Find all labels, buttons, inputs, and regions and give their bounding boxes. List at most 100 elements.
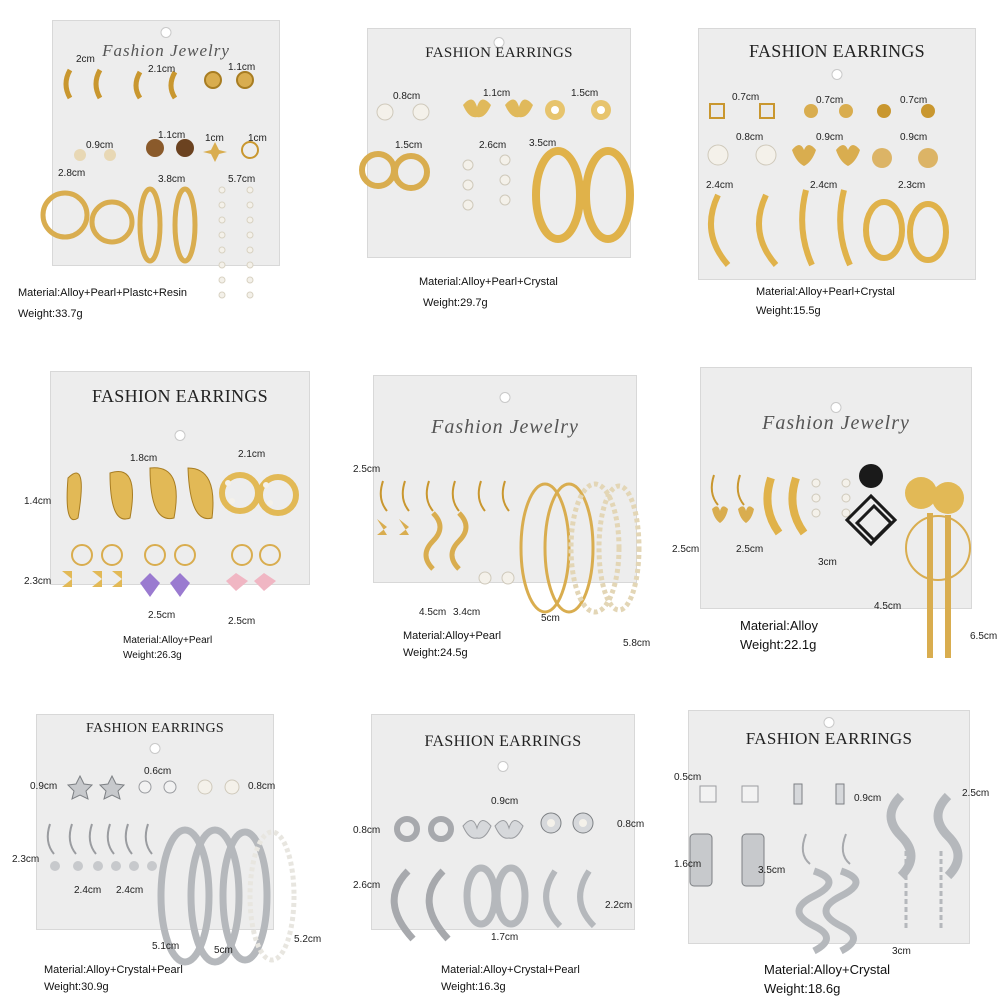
- weight-text: Weight:15.5g: [756, 305, 821, 317]
- hang-hole: [830, 402, 842, 413]
- brand-logo: FASHION EARRINGS: [745, 729, 913, 748]
- measurement-label: 0.9cm: [816, 132, 844, 143]
- weight-text: Weight:22.1g: [740, 637, 817, 652]
- earring-set-image: [62, 467, 299, 597]
- measurement-label: 1.1cm: [483, 88, 511, 99]
- material-text: Material:Alloy+Crystal+Pearl: [441, 964, 580, 976]
- measurement-label: 0.9cm: [86, 140, 114, 151]
- measurement-label: 5.2cm: [294, 934, 322, 945]
- measurement-label: 6.5cm: [970, 631, 998, 642]
- measurement-label: 3cm: [818, 557, 837, 568]
- earring-set-image: [390, 812, 597, 942]
- material-text: Material:Alloy+Crystal: [764, 962, 891, 977]
- product-tile-1: Fashion Jewelry 2cm 2.1cm 1.1cm 0.9cm 1.…: [0, 0, 333, 333]
- measurement-label: 1.7cm: [491, 932, 519, 943]
- measurement-label: 3cm: [892, 946, 911, 957]
- weight-text: Weight:26.3g: [123, 650, 182, 661]
- brand-logo: FASHION EARRINGS: [92, 386, 268, 406]
- hang-hole: [160, 27, 172, 38]
- brand-logo: FASHION EARRINGS: [86, 721, 224, 736]
- measurement-label: 0.8cm: [248, 781, 276, 792]
- measurement-label: 2.5cm: [736, 544, 764, 555]
- material-text: Material:Alloy: [740, 618, 819, 633]
- material-text: Material:Alloy+Pearl+Crystal: [756, 286, 895, 298]
- measurement-label: 2.4cm: [116, 885, 144, 896]
- measurement-label: 5.8cm: [623, 638, 651, 649]
- brand-logo: Fashion Jewelry: [431, 416, 579, 438]
- measurement-label: 0.8cm: [393, 91, 421, 102]
- measurement-label: 2cm: [76, 54, 95, 65]
- measurement-label: 0.7cm: [900, 95, 928, 106]
- weight-text: Weight:18.6g: [764, 981, 841, 996]
- product-tile-2: FASHION EARRINGS 0.8cm 1.1cm 1.5cm 1.5cm…: [333, 0, 666, 333]
- measurement-label: 0.8cm: [736, 132, 764, 143]
- weight-text: Weight:24.5g: [403, 647, 468, 659]
- measurement-label: 2.1cm: [148, 64, 176, 75]
- measurement-label: 3.5cm: [529, 138, 557, 149]
- measurement-label: 0.9cm: [491, 796, 519, 807]
- measurement-label: 4.5cm: [874, 601, 902, 612]
- material-text: Material:Alloy+Pearl: [123, 635, 213, 646]
- measurement-label: 2.3cm: [24, 576, 52, 587]
- measurement-label: 1.6cm: [674, 859, 702, 870]
- earring-set-image: [377, 480, 642, 615]
- measurement-label: 2.5cm: [353, 464, 381, 475]
- measurement-label: 5cm: [541, 613, 560, 624]
- hang-hole: [174, 430, 186, 441]
- measurement-label: 1.1cm: [228, 62, 256, 73]
- product-tile-5: Fashion Jewelry 2.5cm 4.5cm 3.4cm 5cm 5.…: [333, 333, 666, 666]
- measurement-label: 5.1cm: [152, 941, 180, 952]
- measurement-label: 1.5cm: [571, 88, 599, 99]
- earring-set-image: [40, 68, 259, 299]
- material-text: Material:Alloy+Crystal+Pearl: [44, 964, 183, 976]
- earring-set-image: [359, 99, 634, 243]
- measurement-label: 2.4cm: [706, 180, 734, 191]
- measurement-label: 1.8cm: [130, 453, 158, 464]
- product-tile-4: FASHION EARRINGS 1.8cm 2.1cm 1.4cm 2.3cm…: [0, 333, 333, 666]
- earring-set-image: [710, 464, 971, 658]
- hang-hole: [831, 69, 843, 80]
- measurement-label: 2.5cm: [672, 544, 700, 555]
- measurement-label: 1.5cm: [395, 140, 423, 151]
- product-tile-3: FASHION EARRINGS 0.7cm 0.7cm 0.7cm 0.8cm…: [666, 0, 999, 333]
- brand-logo: FASHION EARRINGS: [749, 41, 925, 61]
- product-tile-7: FASHION EARRINGS 0.9cm 0.6cm 0.8cm 2.3cm…: [0, 666, 333, 999]
- earring-set-image: [689, 783, 963, 955]
- weight-text: Weight:30.9g: [44, 981, 109, 993]
- weight-text: Weight:16.3g: [441, 981, 506, 993]
- material-text: Material:Alloy+Pearl+Crystal: [419, 276, 558, 288]
- measurement-label: 2.5cm: [148, 610, 176, 621]
- measurement-label: 3.8cm: [158, 174, 186, 185]
- measurement-label: 5.7cm: [228, 174, 256, 185]
- weight-text: Weight:33.7g: [18, 308, 83, 320]
- earring-set-image: [46, 774, 297, 966]
- measurement-label: 0.5cm: [674, 772, 702, 783]
- measurement-label: 2.8cm: [58, 168, 86, 179]
- measurement-label: 0.9cm: [854, 793, 882, 804]
- measurement-label: 0.8cm: [353, 825, 381, 836]
- measurement-label: 2.3cm: [898, 180, 926, 191]
- measurement-label: 0.9cm: [30, 781, 58, 792]
- product-tile-6: Fashion Jewelry 2.5cm 2.5cm 3cm 4.5cm 6.…: [666, 333, 999, 666]
- measurement-label: 2.5cm: [228, 616, 256, 627]
- brand-logo: Fashion Jewelry: [102, 41, 230, 60]
- measurement-label: 2.6cm: [353, 880, 381, 891]
- hang-hole: [149, 743, 161, 754]
- product-tile-8: FASHION EARRINGS 0.9cm 0.8cm 0.8cm 2.6cm…: [333, 666, 666, 999]
- brand-logo: Fashion Jewelry: [762, 412, 910, 434]
- measurement-label: 1.4cm: [24, 496, 52, 507]
- measurement-label: 2.3cm: [12, 854, 40, 865]
- earring-set-image: [707, 103, 949, 267]
- material-text: Material:Alloy+Pearl: [403, 630, 502, 642]
- measurement-label: 0.7cm: [732, 92, 760, 103]
- brand-logo: FASHION EARRINGS: [424, 733, 582, 750]
- measurement-label: 2.1cm: [238, 449, 266, 460]
- measurement-label: 2.4cm: [810, 180, 838, 191]
- material-text: Material:Alloy+Pearl+Plastc+Resin: [18, 287, 188, 299]
- measurement-label: 1cm: [205, 133, 224, 144]
- measurement-label: 4.5cm: [419, 607, 447, 618]
- display-card: FASHION EARRINGS: [36, 714, 274, 930]
- measurement-label: 2.2cm: [605, 900, 633, 911]
- measurement-label: 3.5cm: [758, 865, 786, 876]
- measurement-label: 2.5cm: [962, 788, 990, 799]
